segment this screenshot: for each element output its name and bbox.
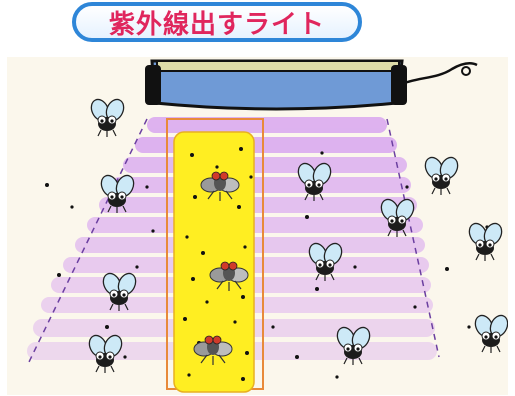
uv-light-trap-illustration (27, 59, 508, 393)
title-banner: 紫外線出すライト (72, 2, 362, 42)
uv-lamp-icon (145, 59, 407, 111)
illustration-area (7, 57, 508, 395)
fly-icon (87, 95, 128, 138)
specks (45, 151, 489, 379)
sticky-trap-icon (166, 118, 264, 393)
title-text: 紫外線出すライト (108, 9, 325, 40)
fly-icon (421, 153, 462, 196)
lamp-cord (398, 62, 478, 87)
fly-icon (471, 311, 508, 354)
